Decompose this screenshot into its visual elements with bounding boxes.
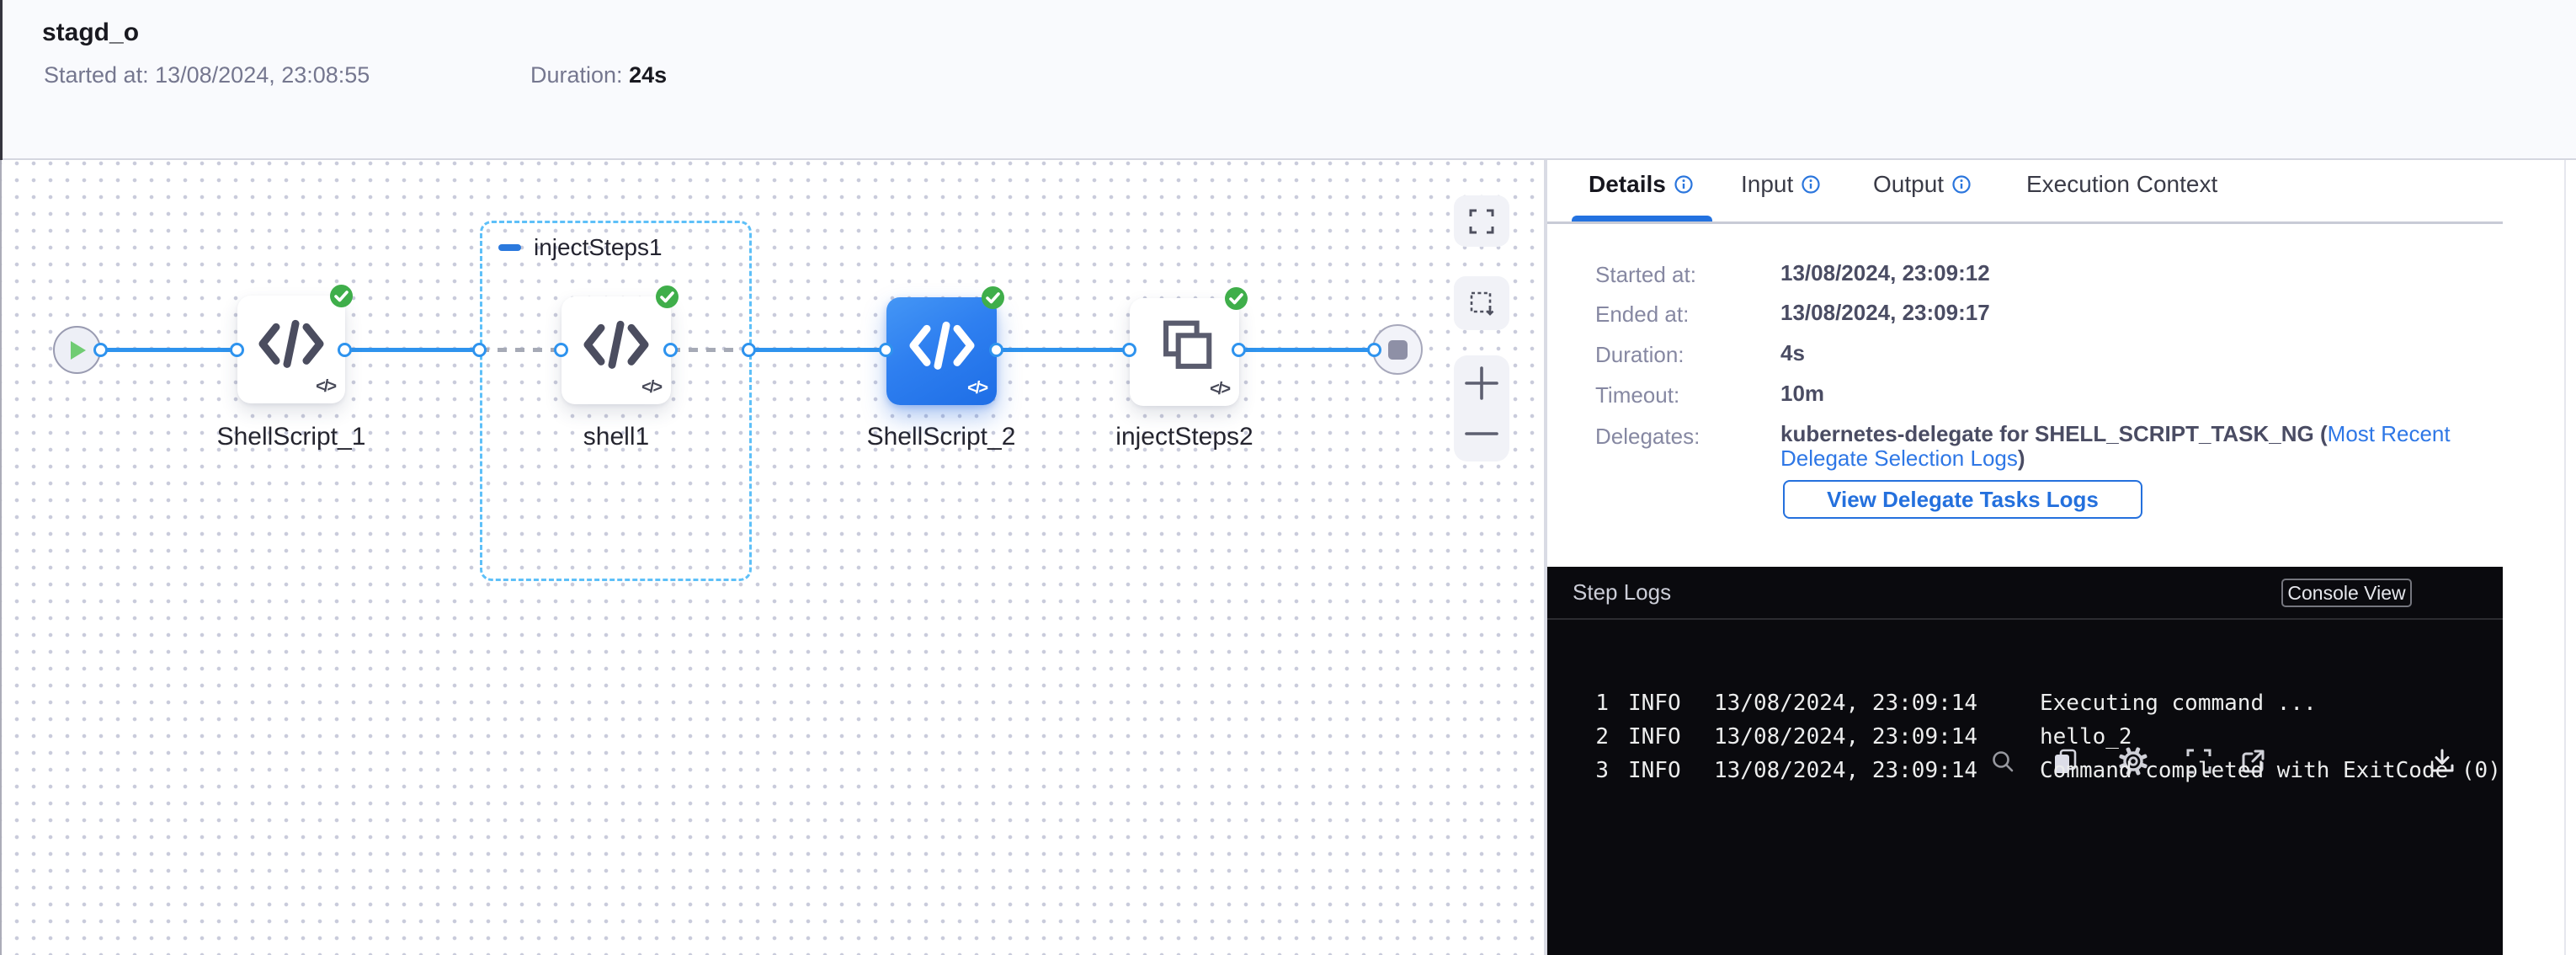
stop-icon (1388, 340, 1408, 360)
step-logs-panel: Step Logs (1547, 567, 2503, 955)
step-logs-header: Step Logs (1547, 567, 2503, 776)
stage-title: stagd_o (42, 19, 140, 46)
port (1122, 343, 1136, 357)
code-icon (581, 317, 652, 376)
port (93, 343, 108, 357)
info-icon (1802, 175, 1820, 194)
port (989, 343, 1003, 357)
node-label: ShellScript_1 (216, 423, 366, 451)
marquee-select-icon (1470, 291, 1494, 316)
detail-label: Ended at: (1595, 301, 1690, 327)
tab-divider (1547, 221, 2504, 224)
fit-to-screen-button[interactable] (1454, 195, 1509, 247)
code-icon (907, 318, 977, 376)
node-label: shell1 (583, 423, 650, 451)
detail-label: Timeout: (1595, 382, 1680, 408)
node-shell1[interactable]: </> (562, 296, 671, 404)
detail-label: Delegates: (1595, 424, 1700, 449)
node-shellscript-1[interactable]: </> (237, 296, 345, 403)
node-label: ShellScript_2 (866, 423, 1016, 451)
settings-gear-icon[interactable] (2117, 745, 2149, 777)
port (472, 343, 487, 357)
node-injectsteps2[interactable]: </> (1130, 298, 1239, 406)
delegates-value: kubernetes-delegate for SHELL_SCRIPT_TAS… (1780, 421, 2451, 471)
wire-group-to-shell1 (480, 348, 562, 352)
node-label: injectSteps2 (1115, 423, 1253, 451)
expand-fullscreen-icon[interactable] (2185, 748, 2212, 775)
shellscript-type-icon: </> (967, 379, 988, 397)
step-logs-title: Step Logs (1573, 579, 1672, 605)
step-group-injectSteps1[interactable] (480, 221, 752, 581)
tab-output[interactable]: Output (1873, 171, 1971, 198)
success-check-icon (656, 285, 679, 308)
detail-value: 13/08/2024, 23:09:17 (1780, 300, 1990, 325)
canvas-left-edge (0, 160, 2, 955)
wire-group-to-ss2 (749, 348, 886, 352)
detail-value: 10m (1780, 381, 1825, 406)
window-left-edge (0, 0, 3, 160)
console-view-button[interactable]: Console View (2281, 579, 2412, 607)
active-tab-underline (1572, 216, 1712, 222)
marquee-select-button[interactable] (1454, 276, 1509, 330)
wire-shell1-to-groupend (671, 348, 749, 352)
right-gutter (2503, 160, 2576, 955)
info-icon (1952, 175, 1971, 194)
info-icon (1674, 175, 1693, 194)
search-icon[interactable] (1990, 749, 2015, 774)
detail-label: Duration: (1595, 342, 1685, 367)
success-check-icon (330, 285, 353, 307)
detail-value: 4s (1780, 340, 1805, 365)
zoom-in-icon (1465, 366, 1498, 400)
detail-label: Started at: (1595, 262, 1696, 287)
shellscript-type-icon: </> (1210, 380, 1231, 398)
stacked-steps-icon (1152, 313, 1217, 383)
tab-execution-context[interactable]: Execution Context (2026, 171, 2218, 197)
step-details-panel: Details Input Output Execution Context (1546, 160, 2504, 955)
success-check-icon (982, 286, 1004, 309)
stage-duration: Duration: 24s (530, 62, 668, 88)
tab-details[interactable]: Details (1589, 171, 1693, 198)
zoom-controls[interactable] (1454, 355, 1509, 461)
port (1367, 343, 1381, 357)
port (554, 343, 568, 357)
port (338, 343, 352, 357)
download-icon[interactable] (2428, 747, 2456, 776)
stage-started-at: Started at: 13/08/2024, 23:08:55 (44, 62, 370, 88)
code-icon (256, 317, 327, 375)
stage-header: stagd_o Started at: 13/08/2024, 23:08:55… (0, 0, 2576, 160)
port (879, 343, 893, 357)
wire-ss1-to-group (345, 348, 480, 352)
external-link-icon[interactable] (2239, 748, 2266, 775)
port (663, 343, 678, 357)
wire-ss2-to-is2 (997, 348, 1130, 352)
fullscreen-icon (1469, 209, 1494, 233)
success-check-icon (1225, 287, 1248, 310)
port (1232, 343, 1246, 357)
port (230, 343, 244, 357)
pipeline-canvas[interactable]: injectSteps1 </> ShellScript_1 (0, 160, 1546, 955)
collapse-group-icon[interactable] (498, 244, 521, 251)
view-delegate-tasks-logs-button[interactable]: View Delegate Tasks Logs (1783, 480, 2142, 519)
tab-input[interactable]: Input (1741, 171, 1820, 198)
wire-start-to-ss1 (101, 348, 237, 352)
port (742, 343, 756, 357)
detail-value: 13/08/2024, 23:09:12 (1780, 260, 1990, 285)
scrollbar-track-edge (2564, 160, 2566, 955)
shellscript-type-icon: </> (641, 378, 663, 397)
copy-icon[interactable] (2051, 747, 2079, 776)
step-group-label: injectSteps1 (534, 234, 663, 260)
node-shellscript-2[interactable]: </> (886, 297, 997, 405)
wire-is2-to-end (1239, 348, 1375, 352)
shellscript-type-icon: </> (316, 377, 337, 396)
start-node[interactable] (53, 326, 101, 374)
play-icon (71, 341, 86, 360)
